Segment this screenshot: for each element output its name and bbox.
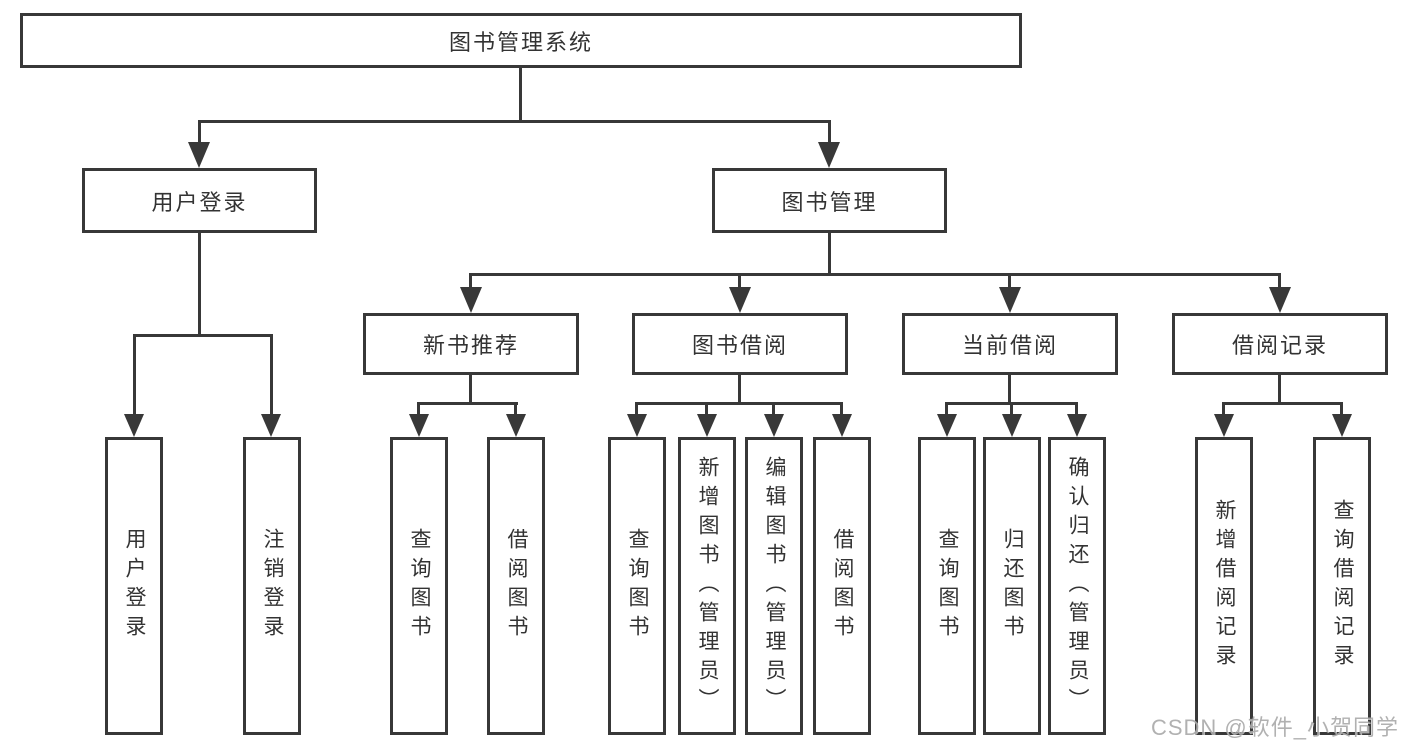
arrow-down-icon [999,287,1021,313]
leaf-add-book-admin: 新增图书（管理员） [678,437,736,735]
node-library-management-system: 图书管理系统 [20,13,1022,68]
connector-line [519,66,522,123]
connector-line [514,402,517,416]
connector-line [198,233,201,337]
connector-line [945,402,948,416]
arrow-down-icon [460,287,482,313]
connector-line [198,120,201,146]
arrow-down-icon [1269,287,1291,313]
connector-line [738,273,741,291]
leaf-confirm-return-admin: 确认归还（管理员） [1048,437,1106,735]
arrow-down-icon [764,414,784,437]
connector-line [1278,273,1281,291]
connector-line [469,375,472,405]
connector-line [1222,402,1343,405]
connector-line [828,233,831,276]
arrow-down-icon [506,414,526,437]
arrow-down-icon [261,414,281,437]
connector-line [738,375,741,405]
leaf-borrow-books: 借阅图书 [487,437,545,735]
connector-line [772,402,775,416]
connector-line [1278,375,1281,405]
connector-line [828,120,831,146]
leaf-user-login: 用户登录 [105,437,163,735]
connector-line [270,334,273,416]
connector-line [198,120,831,123]
leaf-return-book: 归还图书 [983,437,1041,735]
connector-line [1008,273,1011,291]
arrow-down-icon [1067,414,1087,437]
leaf-add-borrow-record: 新增借阅记录 [1195,437,1253,735]
arrow-down-icon [124,414,144,437]
connector-line [1340,402,1343,416]
node-user-login: 用户登录 [82,168,317,233]
leaf-query-books-2: 查询图书 [608,437,666,735]
connector-line [469,273,472,291]
connector-line [635,402,843,405]
watermark: CSDN @软件_小贺同学 [1150,715,1399,740]
node-current-borrow: 当前借阅 [902,313,1118,375]
arrow-down-icon [818,142,840,168]
connector-line [1010,402,1013,416]
arrow-down-icon [627,414,647,437]
connector-line [1008,375,1011,405]
connector-line [133,334,273,337]
node-new-book-recommend: 新书推荐 [363,313,579,375]
node-book-borrow: 图书借阅 [632,313,848,375]
leaf-logout: 注销登录 [243,437,301,735]
connector-line [417,402,518,405]
arrow-down-icon [409,414,429,437]
connector-line [705,402,708,416]
arrow-down-icon [697,414,717,437]
connector-line [840,402,843,416]
connector-line [1222,402,1225,416]
leaf-query-books: 查询图书 [390,437,448,735]
arrow-down-icon [1332,414,1352,437]
node-borrow-records: 借阅记录 [1172,313,1388,375]
arrow-down-icon [832,414,852,437]
arrow-down-icon [1214,414,1234,437]
connector-line [635,402,638,416]
connector-line [417,402,420,416]
leaf-edit-book-admin: 编辑图书（管理员） [745,437,803,735]
arrow-down-icon [188,142,210,168]
arrow-down-icon [729,287,751,313]
arrow-down-icon [1002,414,1022,437]
leaf-borrow-books-2: 借阅图书 [813,437,871,735]
node-book-management: 图书管理 [712,168,947,233]
connector-line [133,334,136,416]
arrow-down-icon [937,414,957,437]
leaf-query-books-3: 查询图书 [918,437,976,735]
leaf-query-borrow-record: 查询借阅记录 [1313,437,1371,735]
connector-line [1075,402,1078,416]
connector-line [469,273,1281,276]
